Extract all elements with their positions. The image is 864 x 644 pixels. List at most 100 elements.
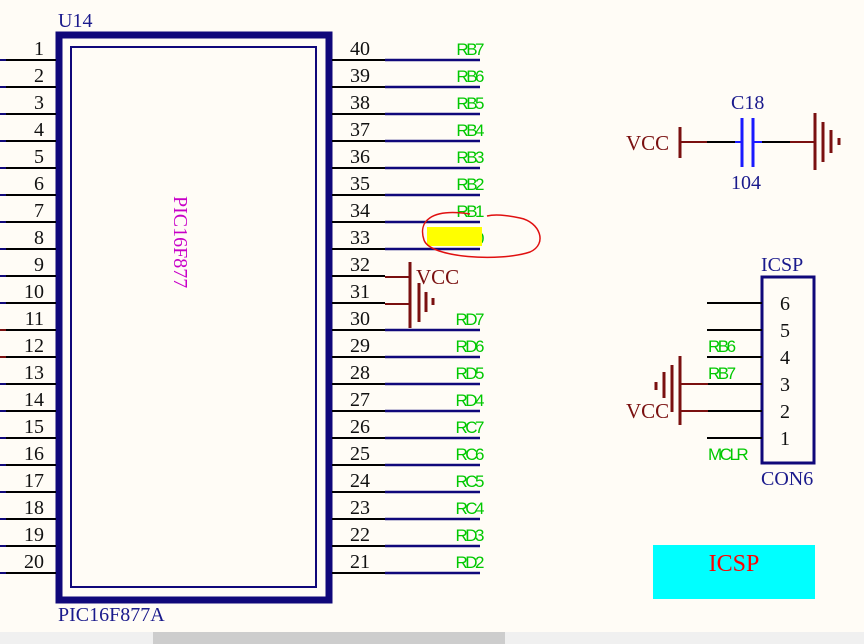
icsp-body — [760, 275, 816, 465]
u14-left-pin[interactable]: 12 — [0, 335, 56, 358]
note-text: ICSP — [709, 551, 760, 577]
net-label: RD5 — [455, 364, 484, 383]
pin-number: 8 — [34, 227, 44, 249]
net-label: RB4 — [456, 121, 484, 140]
pin-number: 2 — [34, 65, 44, 87]
u14-left-pin[interactable]: 2 — [0, 65, 56, 88]
icsp-pin[interactable]: 3 — [707, 374, 790, 396]
u14-left-pin[interactable]: 17 — [0, 470, 56, 493]
u14-right-pin[interactable]: 32 — [332, 254, 385, 277]
pin-number: 10 — [24, 281, 44, 303]
pin-number: 17 — [24, 470, 44, 492]
pin-number: 12 — [24, 335, 44, 357]
scrollbar-thumb[interactable] — [153, 632, 505, 644]
u14-left-pin[interactable]: 15 — [0, 416, 56, 439]
pin-number: 4 — [780, 347, 790, 369]
u14-left-pin[interactable]: 8 — [0, 227, 56, 250]
u14-left-pin[interactable]: 14 — [0, 389, 56, 412]
c18-component[interactable]: C18 104 VCC — [626, 92, 841, 194]
pin-number: 37 — [350, 119, 370, 141]
pin-number: 33 — [350, 227, 370, 249]
c18-designator: C18 — [731, 92, 764, 114]
icsp-designator: ICSP — [761, 254, 803, 276]
u14-right-pin[interactable]: 29 RD6 — [332, 335, 487, 359]
note-box — [653, 545, 815, 599]
pin-number: 27 — [350, 389, 370, 411]
pin-number: 14 — [24, 389, 44, 411]
net-label: RD6 — [455, 337, 484, 356]
pin-number: 20 — [24, 551, 44, 573]
pin-number: 15 — [24, 416, 44, 438]
pin-number: 18 — [24, 497, 44, 519]
net-label: RB2 — [456, 175, 484, 194]
u14-right-pins: 40RB739RB638RB537RB436RB335RB234RB133RB0… — [332, 38, 487, 575]
net-label: RC6 — [455, 445, 484, 464]
pin-number: 3 — [34, 92, 44, 114]
c18-vcc-label: VCC — [626, 131, 669, 155]
u14-inner-body — [70, 46, 317, 588]
u14-left-pin[interactable]: 4 — [0, 119, 56, 142]
net-label: RC7 — [455, 418, 484, 437]
u14-left-pin[interactable]: 13 — [0, 362, 56, 385]
pin-number: 1 — [34, 38, 44, 60]
pin-number: 40 — [350, 38, 370, 60]
net-label: RB1 — [456, 202, 484, 221]
net-label: RD7 — [455, 310, 484, 329]
icsp-pin[interactable]: 6 — [707, 293, 790, 315]
u14-left-pin[interactable]: 3 — [0, 92, 56, 115]
u14-left-pin[interactable]: 10 — [0, 281, 56, 304]
icsp-note[interactable]: ICSP — [653, 545, 815, 599]
net-label: RB6 — [456, 67, 484, 86]
u14-left-pin[interactable]: 9 — [0, 254, 56, 277]
u14-right-pin[interactable]: 31 — [332, 281, 385, 304]
icsp-comment: CON6 — [761, 468, 813, 490]
u14-left-pin[interactable]: 5 — [0, 146, 56, 169]
net-label: MCLR — [708, 445, 748, 464]
u14-left-pin[interactable]: 11 — [0, 308, 56, 331]
u14-left-pin[interactable]: 20 — [0, 551, 56, 574]
u14-outer-body — [55, 31, 333, 604]
u14-designator: U14 — [58, 10, 92, 32]
pin-number: 6 — [34, 173, 44, 195]
pin-number: 7 — [34, 200, 44, 222]
pin-number: 9 — [34, 254, 44, 276]
pin-number: 32 — [350, 254, 370, 276]
pin-number: 13 — [24, 362, 44, 384]
c18-value: 104 — [731, 172, 761, 194]
u14-part-name: PIC16F877 — [169, 196, 191, 288]
u14-component[interactable]: U14 PIC16F877A PIC16F877 123456789101112… — [0, 10, 487, 626]
net-label: RB6 — [708, 337, 736, 356]
horizontal-scrollbar[interactable] — [0, 632, 864, 644]
pin-number: 29 — [350, 335, 370, 357]
u14-left-pin[interactable]: 7 — [0, 200, 56, 223]
u14-right-pin[interactable]: 37 RB4 — [332, 119, 487, 143]
u14-left-pin[interactable]: 18 — [0, 497, 56, 520]
u14-left-pin[interactable]: 1 — [0, 38, 56, 61]
u14-left-pin[interactable]: 19 — [0, 524, 56, 547]
icsp-pin[interactable]: 2 — [707, 401, 790, 423]
pin-number: 1 — [780, 428, 790, 450]
u14-left-pin[interactable]: 16 — [0, 443, 56, 466]
u14-left-pin[interactable]: 6 — [0, 173, 56, 196]
u14-comment: PIC16F877A — [58, 604, 165, 626]
